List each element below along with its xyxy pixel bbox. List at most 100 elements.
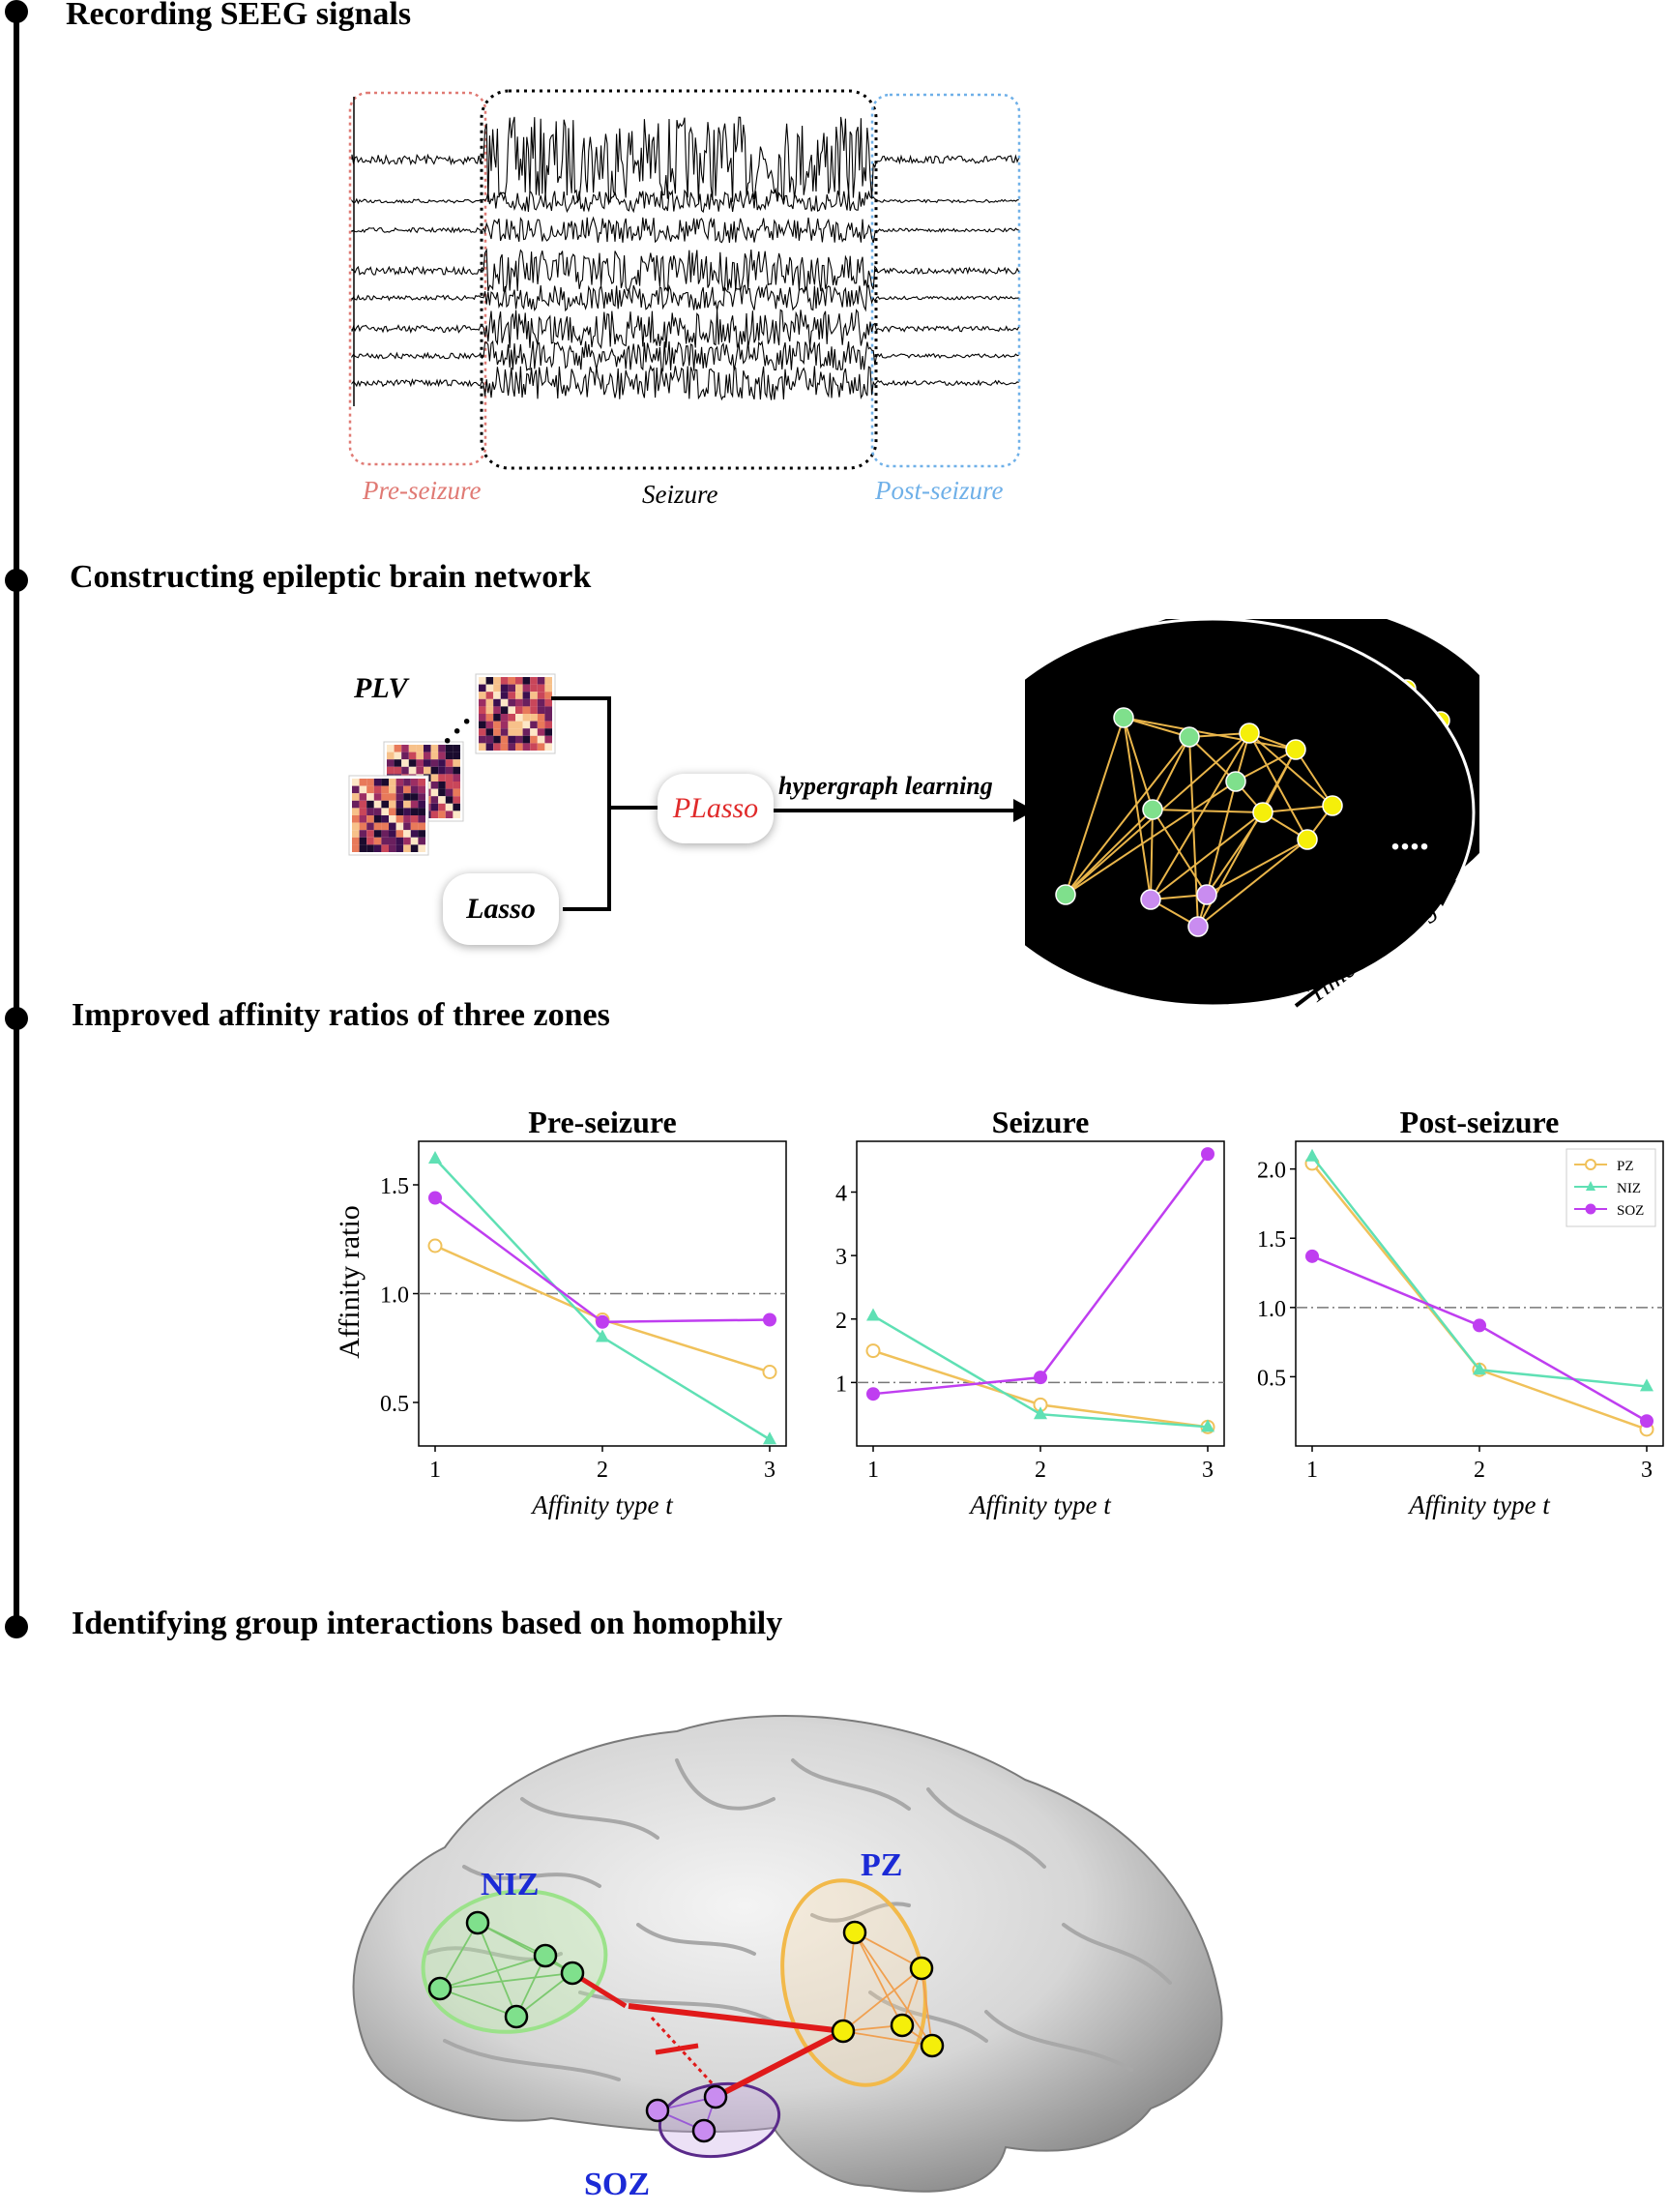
chart-frame	[418, 1140, 787, 1447]
plv-cell	[359, 830, 367, 838]
plv-cell	[537, 692, 545, 699]
post-seizure-box	[870, 93, 1021, 468]
plv-cell	[515, 698, 523, 707]
plv-cell	[479, 677, 486, 685]
plv-cell	[522, 721, 531, 729]
y-tick-label: 1.0	[380, 1283, 409, 1309]
plv-cell	[410, 844, 419, 852]
plv-cell	[381, 837, 389, 845]
plv-cell	[515, 743, 523, 751]
brain-node	[504, 2004, 529, 2029]
plv-cell	[537, 698, 545, 707]
plv-cell	[359, 779, 367, 786]
seizure-box	[480, 89, 878, 470]
seeg-signals	[348, 89, 1021, 470]
network-node	[1322, 795, 1343, 816]
plv-cell	[395, 808, 404, 815]
plv-cell	[401, 759, 409, 767]
plv-cell	[359, 837, 367, 845]
plv-cell	[366, 800, 374, 809]
plv-cell	[401, 745, 409, 752]
plv-cell	[515, 728, 523, 736]
y-tick-label: 2	[835, 1309, 847, 1334]
plv-cell	[389, 844, 396, 852]
data-point	[1640, 1378, 1653, 1392]
plv-cell	[530, 728, 538, 736]
plv-cell	[416, 745, 424, 752]
data-point	[763, 1312, 776, 1327]
x-tick-label: 2	[1035, 1458, 1046, 1483]
plv-cell	[387, 752, 395, 760]
plv-cell	[410, 779, 419, 786]
brain-node	[691, 2118, 717, 2143]
plv-cell	[408, 759, 417, 767]
plv-cell	[359, 785, 367, 794]
plv-cell	[445, 782, 454, 789]
network-node	[1285, 739, 1306, 760]
plv-cell	[418, 793, 425, 801]
step-title-network: Constructing epileptic brain network	[70, 559, 592, 595]
plv-cell	[381, 808, 389, 815]
plv-cell	[424, 745, 431, 752]
plv-cell	[352, 793, 360, 801]
plv-cell	[479, 698, 486, 707]
plv-matrices: · · ·	[348, 673, 556, 856]
data-point	[763, 1431, 776, 1445]
brain-edge	[842, 1932, 856, 2032]
network-edge	[1152, 809, 1264, 813]
plv-cell	[453, 745, 460, 752]
plv-cell	[381, 815, 389, 823]
plv-cell	[389, 800, 396, 809]
plv-cell	[430, 803, 439, 811]
plv-cell	[395, 844, 404, 852]
plv-cell	[352, 815, 360, 823]
network-edge	[1065, 781, 1237, 896]
plv-cell	[445, 745, 454, 752]
x-axis-label: Affinity type t	[530, 1490, 674, 1519]
timeline	[5, 0, 28, 1638]
plv-cell	[522, 743, 531, 751]
inter-zone-edge	[628, 2003, 844, 2034]
plv-cell	[445, 766, 454, 775]
plv-cell	[418, 822, 425, 831]
plv-cell	[395, 793, 404, 801]
network-ellipsis: ....	[1390, 814, 1429, 858]
network-edge	[1123, 717, 1152, 900]
plv-cell	[500, 721, 509, 729]
plv-cell	[416, 766, 424, 775]
plv-cell	[403, 785, 411, 794]
plv-cell	[401, 766, 409, 775]
pre-seizure-box	[348, 91, 487, 466]
plv-cell	[403, 779, 411, 786]
brain-illustration	[352, 1715, 1223, 2193]
plv-cell	[381, 800, 389, 809]
network-node	[1252, 802, 1273, 823]
plv-cell	[445, 796, 454, 804]
plv-cell	[359, 844, 367, 852]
plv-cell	[530, 692, 538, 699]
data-point	[1473, 1318, 1486, 1333]
plv-cell	[500, 677, 509, 685]
network-edge	[1206, 781, 1237, 896]
plv-cell	[485, 698, 494, 707]
y-tick-label: 0.5	[1257, 1366, 1286, 1391]
svg-text:·: ·	[452, 714, 462, 750]
plv-cell	[352, 800, 360, 809]
x-axis-label: Affinity type t	[968, 1490, 1112, 1519]
plv-cell	[493, 728, 501, 736]
plv-cell	[395, 815, 404, 823]
plv-cell	[544, 692, 552, 699]
y-tick-label: 4	[835, 1182, 847, 1207]
plv-cell	[373, 808, 382, 815]
plv-cell	[508, 743, 515, 751]
data-point	[428, 1151, 442, 1164]
step-title-affinity: Improved affinity ratios of three zones	[72, 997, 610, 1033]
plv-cell	[403, 844, 411, 852]
plv-cell	[530, 714, 538, 722]
plv-cell	[408, 766, 417, 775]
plv-cell	[395, 779, 404, 786]
plv-cell	[359, 822, 367, 831]
plv-cell	[544, 706, 552, 714]
plv-cell	[430, 811, 439, 818]
